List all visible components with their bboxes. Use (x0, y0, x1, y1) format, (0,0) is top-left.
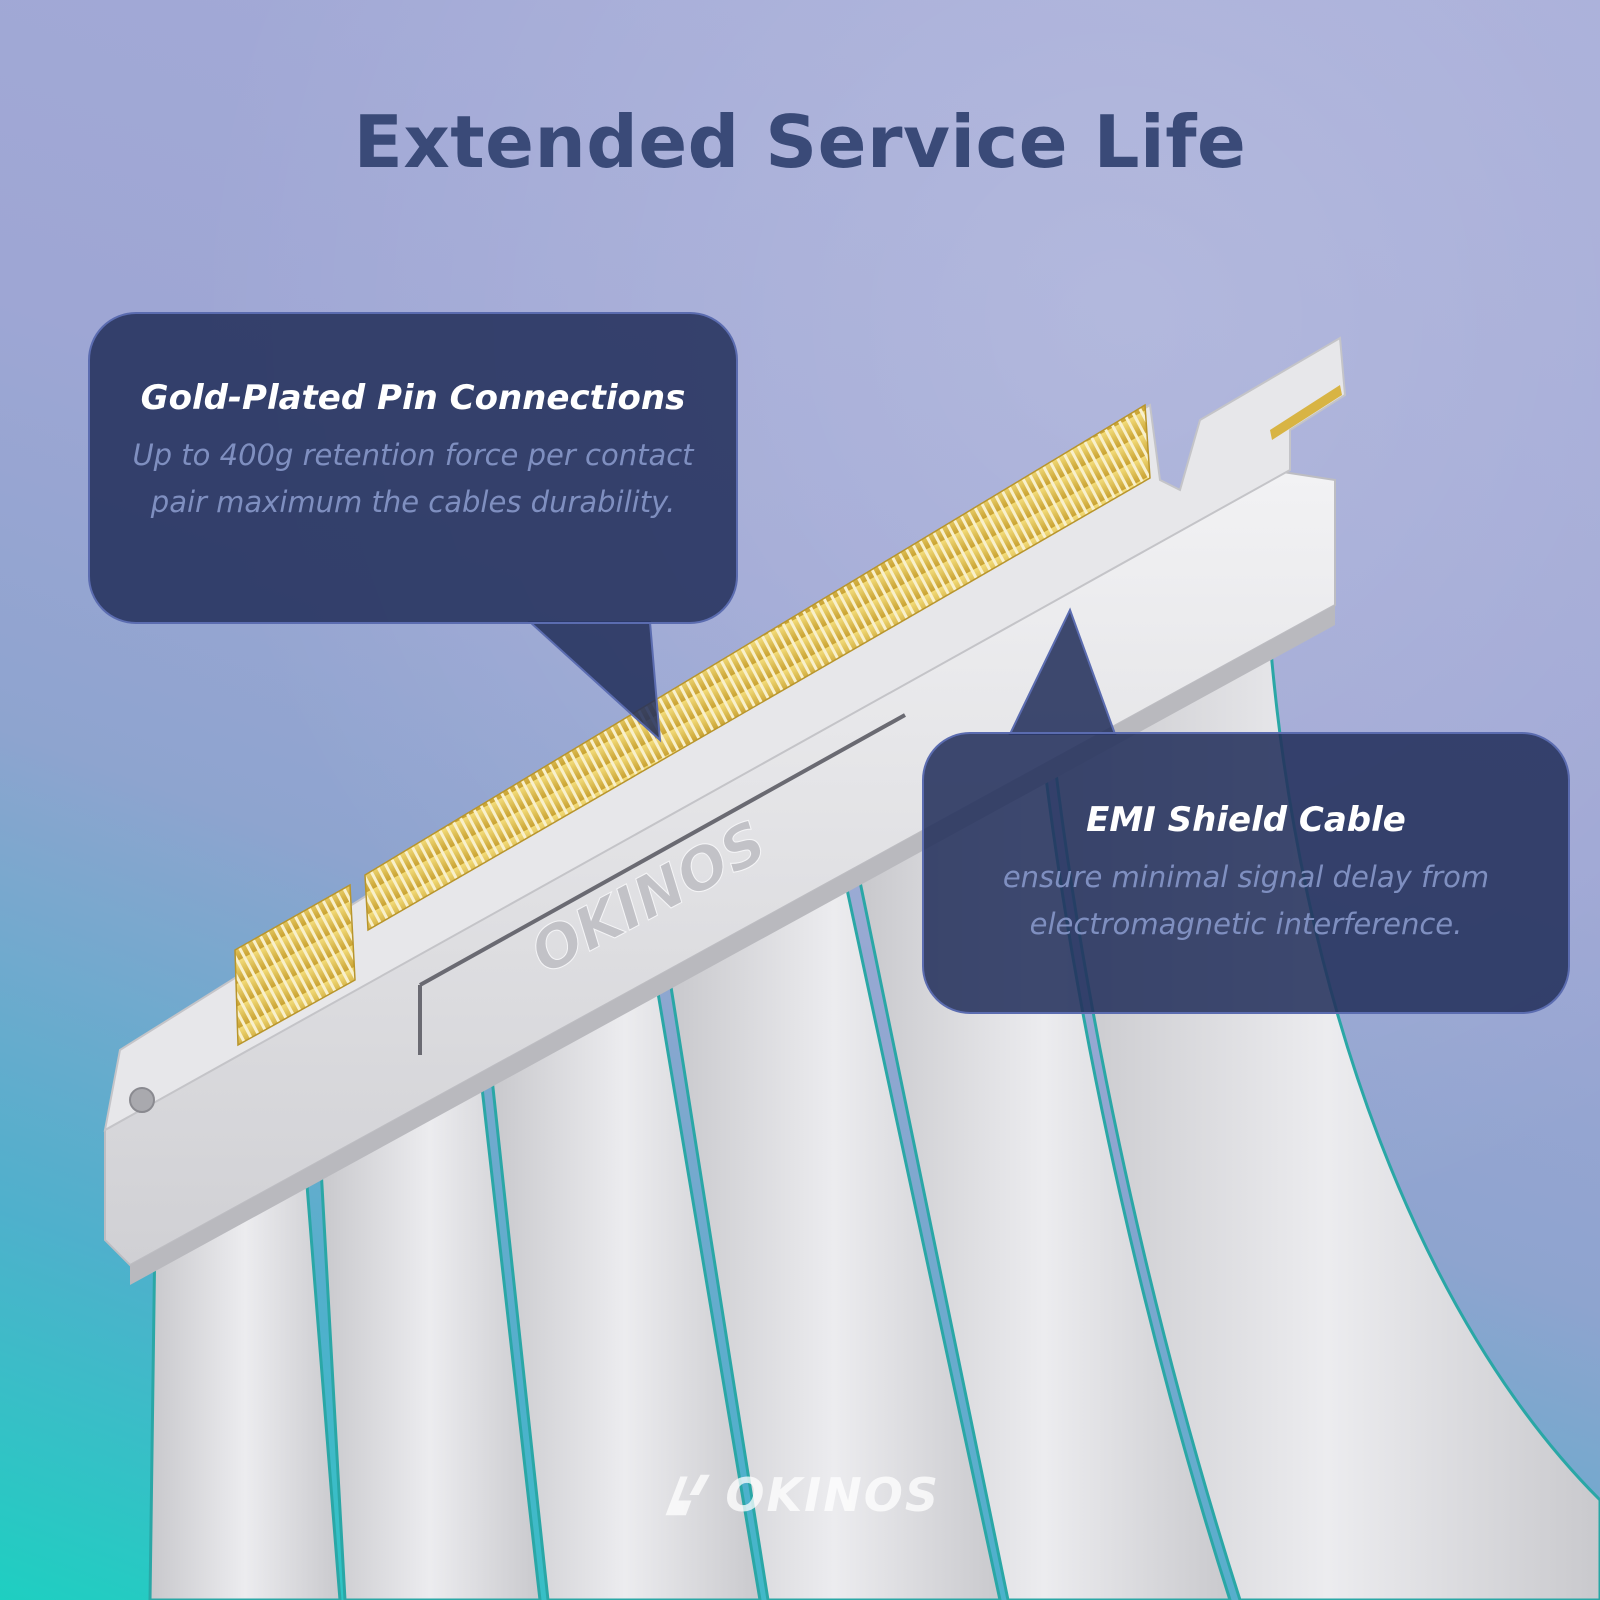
callout-title: EMI Shield Cable (1086, 800, 1406, 840)
cable-strips (148, 637, 1600, 1600)
brand-name: OKINOS (725, 1468, 940, 1522)
brand-logo: OKINOS (660, 1460, 940, 1530)
page-title: Extended Service Life (353, 100, 1247, 184)
callout-body: ensure minimal signal delay from electro… (1002, 860, 1490, 941)
callout-emi-shield: EMI Shield Cable ensure minimal signal d… (922, 732, 1570, 1014)
brand-mark-icon (665, 1474, 710, 1516)
callout-body: Up to 400g retention force per contact p… (132, 438, 694, 519)
callout-gold-plated-pins: Gold-Plated Pin Connections Up to 400g r… (88, 312, 738, 624)
gold-pin-connector (234, 385, 1342, 1047)
callout-title: Gold-Plated Pin Connections (140, 378, 686, 418)
